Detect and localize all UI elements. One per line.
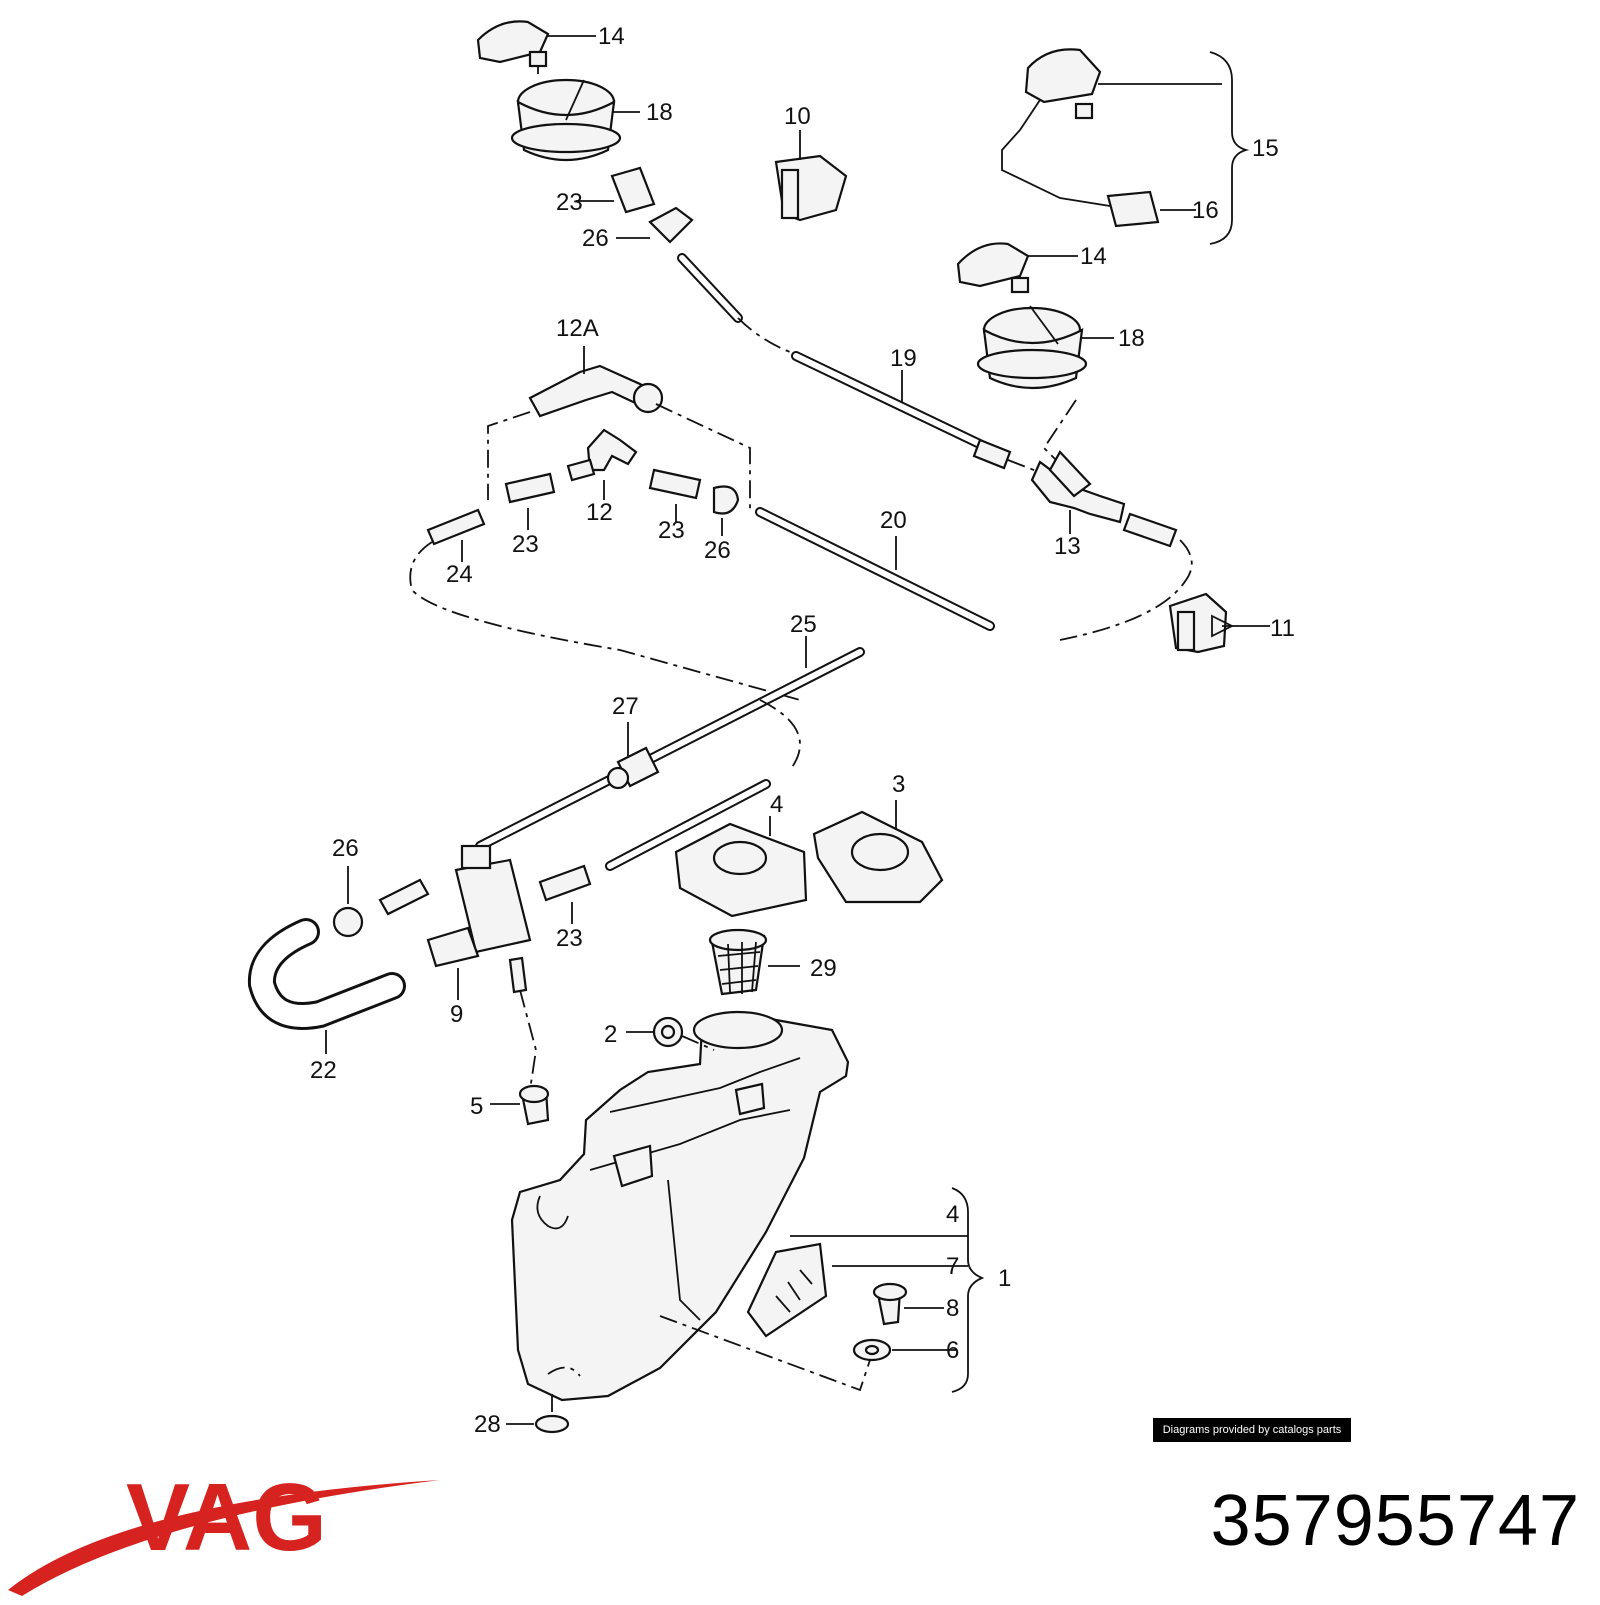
callout-23-lower: 23 — [556, 925, 583, 952]
callout-4-cap: 4 — [770, 791, 783, 818]
callout-23-left: 23 — [512, 531, 539, 558]
callout-22: 22 — [310, 1057, 337, 1084]
seal-7 — [746, 1242, 828, 1338]
callout-9: 9 — [450, 1001, 463, 1028]
nut-2 — [626, 1016, 715, 1051]
connector-24 — [409, 508, 801, 701]
callout-18-top: 18 — [646, 99, 673, 126]
callout-6: 6 — [946, 1337, 959, 1364]
logo-wordmark: VAG — [126, 1464, 327, 1571]
vag-logo: VAG — [8, 1464, 440, 1596]
washer-nozzle-right — [956, 242, 1078, 294]
callout-19: 19 — [890, 345, 917, 372]
plug-28 — [506, 1388, 570, 1434]
callout-labels: 14 18 23 26 10 15 16 14 18 12A 19 12 23 … — [310, 23, 1295, 1438]
grommet-5 — [490, 1084, 550, 1126]
callout-29: 29 — [810, 955, 837, 982]
callout-27: 27 — [612, 693, 639, 720]
callout-12: 12 — [586, 499, 613, 526]
nozzle-grommet-right — [976, 305, 1114, 469]
callout-14-right: 14 — [1080, 243, 1107, 270]
filler-cap-4 — [674, 816, 808, 918]
nozzle-12 — [566, 428, 638, 500]
clip-26-lower — [332, 866, 364, 938]
credit-banner: Diagrams provided by catalogs parts — [1153, 1418, 1351, 1442]
hose-connector-23-lower — [538, 864, 592, 924]
elbow-hose-12a — [487, 346, 751, 510]
clip-26-mid — [712, 485, 740, 536]
nozzle-grommet-top — [510, 78, 640, 162]
callout-1: 1 — [998, 1265, 1011, 1292]
callout-10: 10 — [784, 103, 811, 130]
callout-25: 25 — [790, 611, 817, 638]
callout-15: 15 — [1252, 135, 1279, 162]
plug-8 — [872, 1282, 908, 1326]
callout-11: 11 — [1270, 615, 1295, 642]
clip-26-top — [616, 206, 694, 244]
callout-20: 20 — [880, 507, 907, 534]
connector-lower — [378, 878, 430, 916]
callout-5: 5 — [470, 1093, 483, 1120]
t-connector-13 — [1030, 450, 1193, 641]
callout-23-top: 23 — [556, 189, 583, 216]
hose-20 — [755, 507, 995, 631]
hose-connector-23-top — [576, 166, 656, 214]
callout-16: 16 — [1192, 197, 1219, 224]
heated-nozzle-assembly — [1001, 48, 1250, 245]
hose-25 — [475, 636, 865, 851]
callout-26-lower: 26 — [332, 835, 359, 862]
callout-2: 2 — [604, 1021, 617, 1048]
washer-reservoir — [510, 1010, 871, 1402]
callout-23-mid: 23 — [658, 517, 685, 544]
callout-24: 24 — [446, 561, 473, 588]
hose-lower-rear — [605, 779, 771, 871]
filler-cap-3 — [812, 800, 944, 904]
callout-4-kit: 4 — [946, 1201, 959, 1228]
hose-22 — [247, 918, 406, 1054]
callout-12a: 12A — [556, 315, 599, 342]
callout-13: 13 — [1054, 533, 1081, 560]
hose-19-segment — [677, 253, 791, 353]
washer-nozzle-top — [476, 20, 596, 74]
callout-3: 3 — [892, 771, 905, 798]
callout-7: 7 — [946, 1253, 959, 1280]
bracket-1 — [790, 1187, 985, 1393]
grommet-6 — [852, 1338, 892, 1362]
clip-11 — [1168, 592, 1270, 654]
callout-8: 8 — [946, 1295, 959, 1322]
connector-27 — [606, 722, 660, 790]
callout-18-right: 18 — [1118, 325, 1145, 352]
washer-pump-9 — [426, 844, 537, 1091]
hose-19 — [791, 351, 1045, 475]
connector-10 — [774, 130, 848, 222]
callout-26-top: 26 — [582, 225, 609, 252]
hose-connector-23-mid — [648, 468, 702, 522]
callout-14-top: 14 — [598, 23, 625, 50]
part-number: 357955747 — [1210, 1481, 1580, 1561]
hose-connector-23-left — [504, 472, 556, 530]
strainer-29 — [708, 928, 800, 996]
callout-28: 28 — [474, 1411, 501, 1438]
callout-26-mid: 26 — [704, 537, 731, 564]
